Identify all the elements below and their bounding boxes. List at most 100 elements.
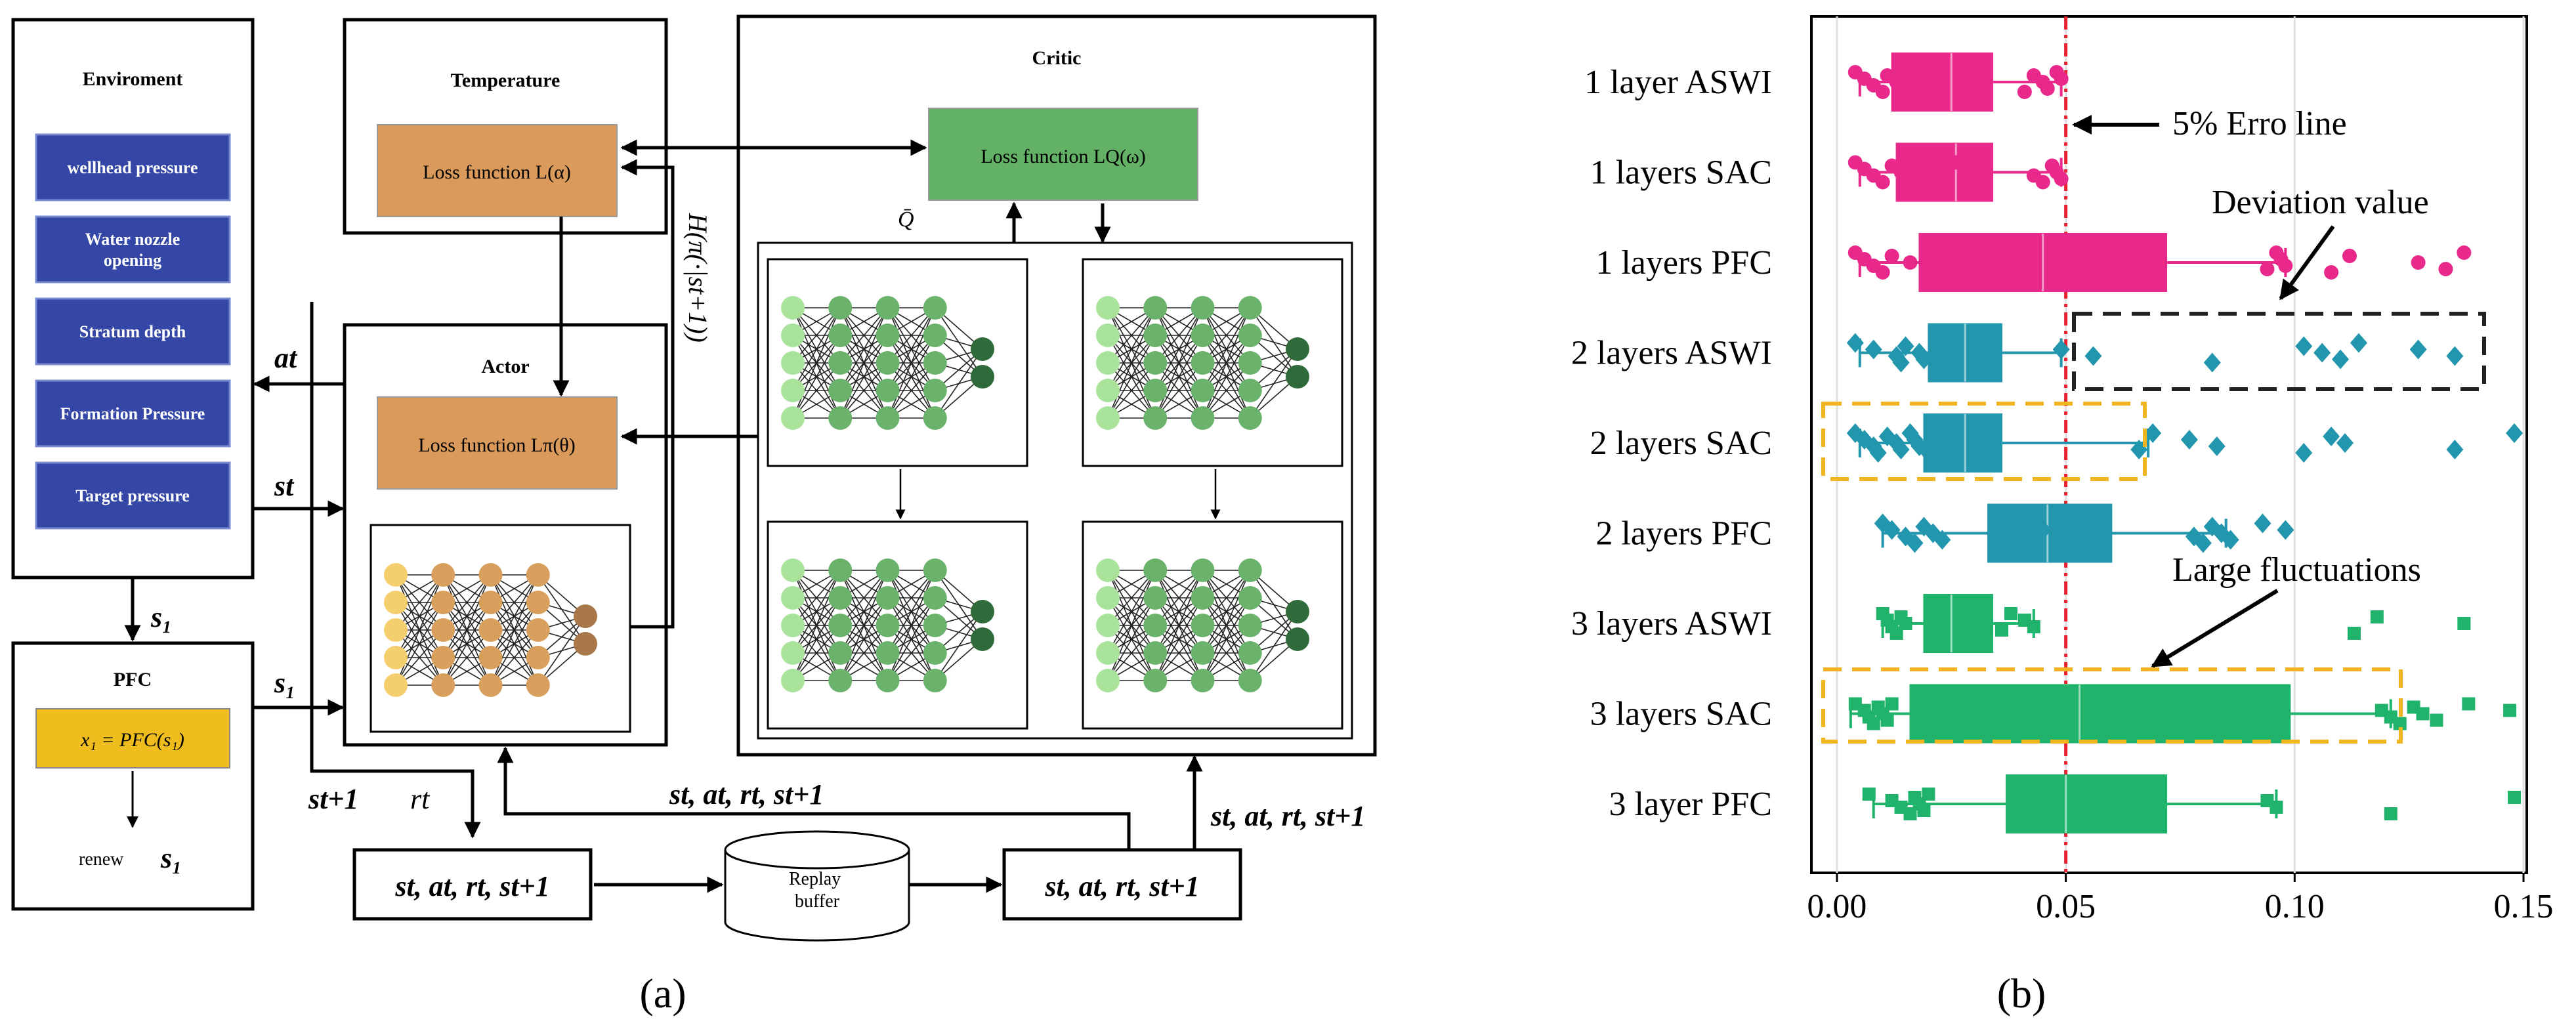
data-point [2313,343,2331,363]
data-point [2446,346,2464,366]
nn-edge [442,574,492,686]
data-point [1846,333,1864,353]
data-point [1915,349,1933,369]
box [1895,142,1994,202]
nn-edge [1202,307,1251,364]
nn-node [781,406,805,430]
nn-edge [839,570,889,654]
nn-node [781,614,805,637]
nn-edge [538,616,586,686]
data-point [1976,161,1991,177]
data-point [2336,433,2354,453]
nn-node [431,591,455,614]
data-point [1892,352,1910,373]
actor-loss-label: Loss function Lπ(θ) [418,434,575,456]
nn-node [1096,586,1120,610]
data-point [2438,262,2453,276]
nn-node [923,406,947,430]
nn-edge [1202,307,1251,419]
pfc-renew-label: renew [79,849,124,870]
nn-node [876,351,900,375]
nn-edge [1107,570,1156,626]
nn-edge [1202,570,1251,681]
nn-node [1238,406,1262,430]
nn-edge [490,574,539,686]
environment-title: Enviroment [83,68,183,90]
data-point [2324,265,2339,280]
nn-node [1191,296,1215,320]
nn-node [781,641,805,665]
nn-edge [887,307,936,391]
nn-node [526,591,550,614]
actor-neural-network [384,563,597,697]
nn-node [1143,379,1168,402]
temperature-loss-box [377,124,618,217]
nn-node [1096,379,1120,402]
connector-lines [124,139,1203,893]
data-point [2194,533,2212,553]
points-layer [1846,65,2523,820]
data-point [1949,155,1964,170]
nn-edge [792,570,841,654]
data-point [1875,85,1890,99]
data-point [2295,443,2313,463]
data-point [1903,255,1918,270]
nn-edge [839,307,889,419]
environment-item-box [35,133,231,201]
nn-node [478,673,503,697]
nn-edge [395,629,444,686]
data-point [1929,333,1947,353]
nn-edge [935,611,983,681]
environment-item-label: Water nozzle [85,230,180,249]
nn-edge [1202,335,1251,419]
data-point [2503,704,2517,717]
nn-edge [887,597,936,681]
data-point [2430,713,2443,727]
data-point [1897,336,1914,356]
nn-edge [839,362,889,419]
nn-node [923,379,947,402]
nn-edge [1107,570,1156,654]
data-point [2508,791,2522,804]
nn-node [526,563,550,587]
data-point [2350,333,2367,353]
data-point [1880,713,1894,727]
data-point [1899,617,1912,630]
nn-node [923,324,947,347]
nn-node [971,627,994,651]
nn-node [1238,296,1262,320]
nn-edge [1250,348,1298,419]
nn-edge [839,570,889,626]
entropy-arrow [620,159,675,629]
nn-node [1191,406,1215,430]
nn-node [1191,351,1215,375]
nn-edge [1107,307,1156,364]
data-point [2342,249,2357,263]
nn-edge [1154,307,1204,391]
deviation-label: Deviation value [2212,184,2429,221]
deviation-arrow [2279,225,2335,301]
environment-item-label: Target pressure [75,486,190,505]
nn-node [431,618,455,642]
nn-edge [442,574,492,658]
data-point [1912,171,1927,186]
data-point [1889,75,1904,89]
entropy-label: H(π(·|st+1)) [683,213,713,343]
nn-node [1143,614,1168,637]
category-label: 1 layers SAC [1590,154,1772,192]
data-point [1933,530,1951,550]
nn-node [1143,558,1168,582]
nn-edge [395,602,444,686]
nn-node [478,646,503,669]
nn-node [1096,614,1120,637]
nn-node [876,614,900,637]
data-point [1869,443,1887,463]
data-point [2506,423,2523,443]
sac-fluctuation-box [1821,402,2147,481]
s1-right-label: s₁ [274,667,295,699]
data-point [2208,436,2226,456]
data-point [2462,697,2476,711]
nn-node [876,379,900,402]
